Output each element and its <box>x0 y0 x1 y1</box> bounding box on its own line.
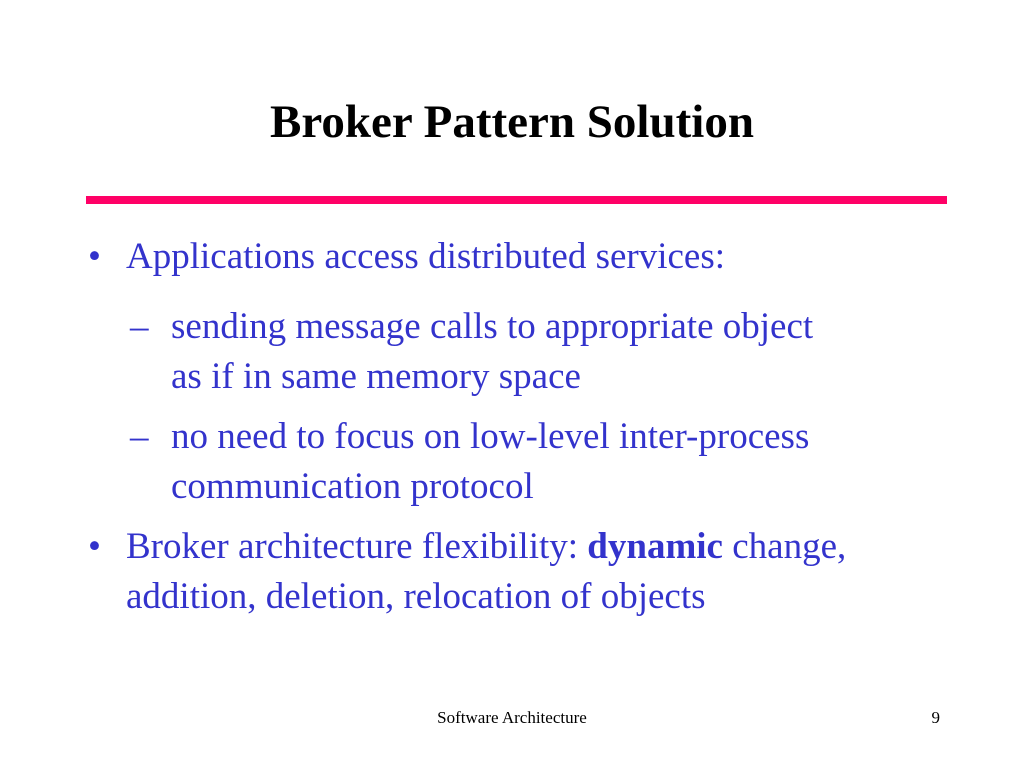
sub-item-text: sending message calls to appropriate obj… <box>171 306 814 397</box>
bullet-item-2: • Broker architecture flexibility: dynam… <box>0 522 886 622</box>
page-number: 9 <box>931 708 941 727</box>
bullet-marker: • <box>88 236 101 277</box>
slide-content: • Applications access distributed servic… <box>0 232 1024 622</box>
bullet-marker: • <box>88 526 101 567</box>
sub-item-1: – sending message calls to appropriate o… <box>0 302 851 402</box>
bullet-text: Applications access distributed services… <box>126 236 726 277</box>
bullet-text-end: change, addition, deletion, relocation o… <box>126 526 847 617</box>
slide-title: Broker Pattern Solution <box>270 96 754 148</box>
title-divider <box>86 196 947 204</box>
bullet-text-emphasis: dynamic <box>587 526 723 567</box>
dash-marker: – <box>130 416 149 457</box>
footer-title: Software Architecture <box>437 708 587 727</box>
sub-item-text: no need to focus on low-level inter-proc… <box>171 416 810 507</box>
bullet-text-start: Broker architecture flexibility: <box>126 526 588 567</box>
bullet-item-1: • Applications access distributed servic… <box>0 232 886 282</box>
dash-marker: – <box>130 306 149 347</box>
sub-item-2: – no need to focus on low-level inter-pr… <box>0 412 851 512</box>
